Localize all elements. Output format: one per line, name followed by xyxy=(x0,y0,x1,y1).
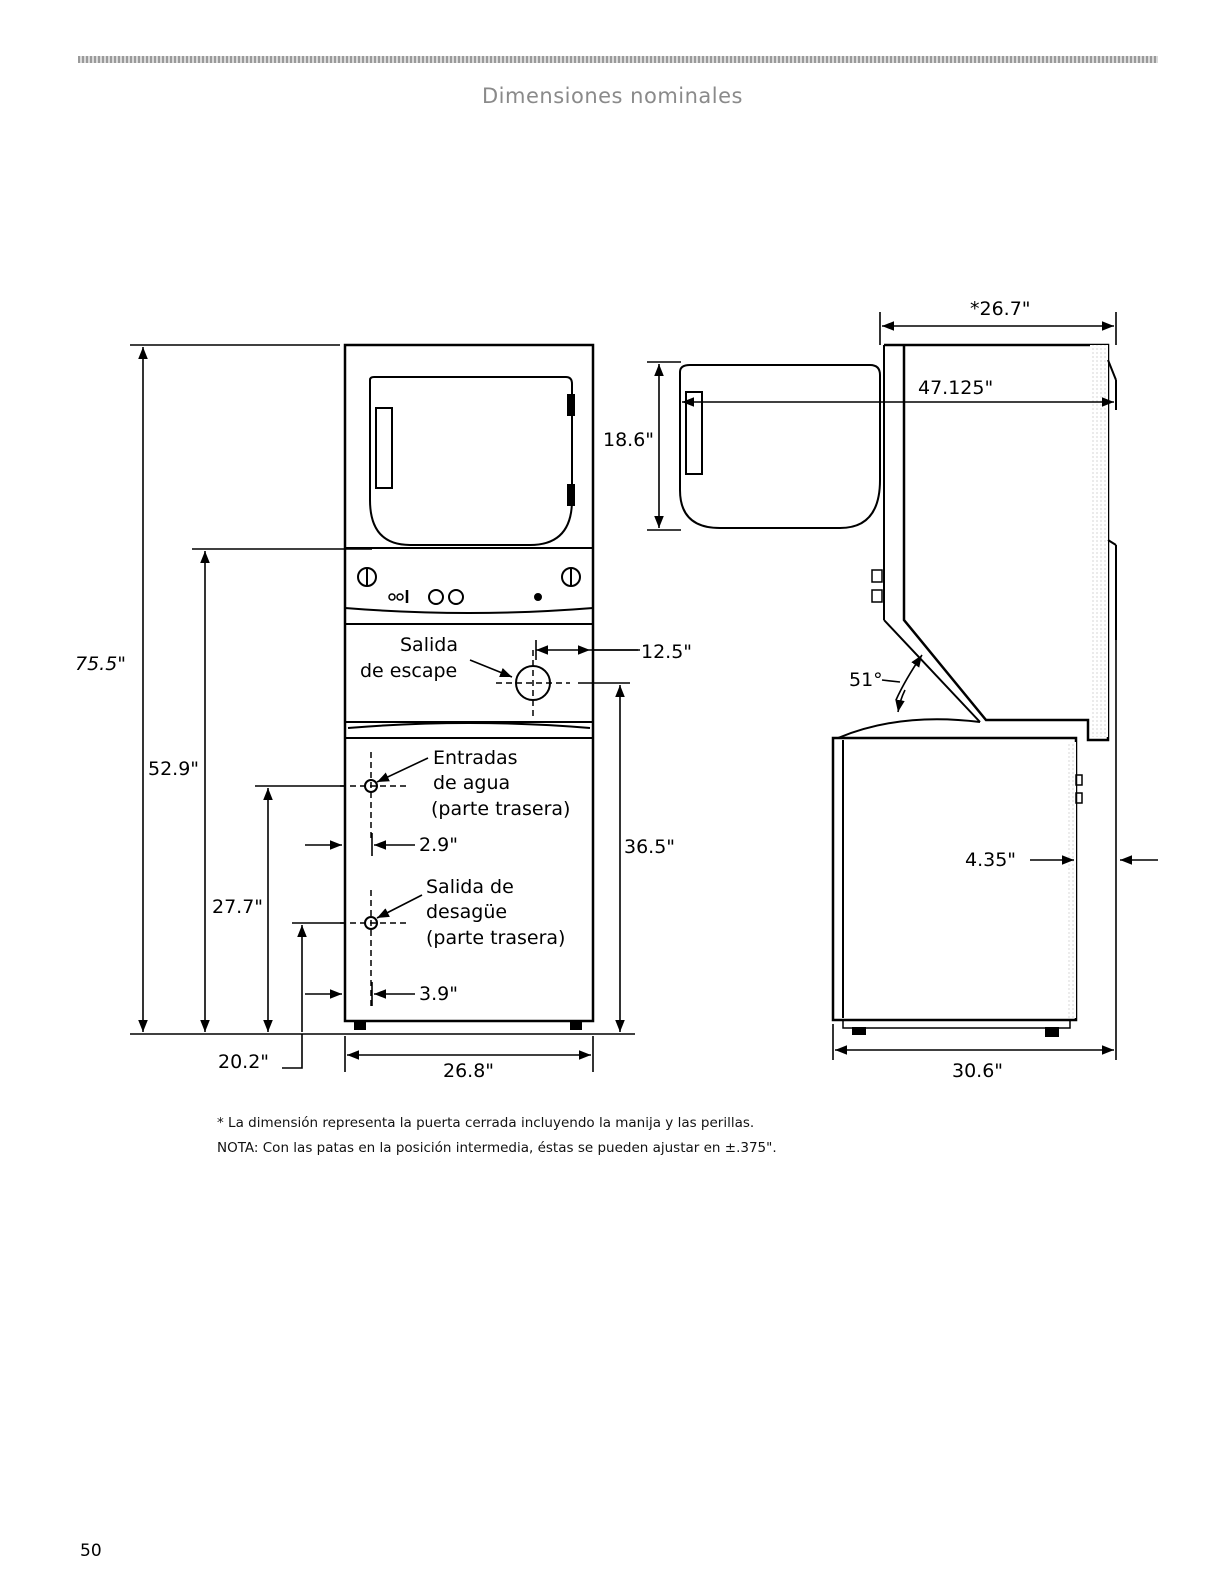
label-drain-line3: (parte trasera) xyxy=(426,927,565,949)
button-icon xyxy=(448,589,464,605)
header-rule xyxy=(78,56,1158,63)
dim-overall-height: 75.5" xyxy=(75,653,126,675)
dryer-side-outline xyxy=(884,343,1110,742)
label-water-inlets-line2: de agua xyxy=(433,772,510,794)
page-number: 50 xyxy=(80,1541,102,1561)
foot-right xyxy=(570,1020,582,1030)
dim-overall-depth: 30.6" xyxy=(952,1060,1003,1082)
dim-lid-angle: 51° xyxy=(849,669,883,691)
dim-side-offset: 4.35" xyxy=(965,849,1016,871)
label-exhaust-line2: de escape xyxy=(360,660,457,682)
label-drain-line1: Salida de xyxy=(426,876,514,898)
left-knob-icon xyxy=(357,567,377,587)
dim-inlet-offset: 2.9" xyxy=(419,834,458,856)
footnote: * La dimensión representa la puerta cerr… xyxy=(217,1115,755,1131)
dim-exhaust-height: 36.5" xyxy=(624,836,675,858)
open-door xyxy=(679,364,881,529)
dim-exhaust-offset: 12.5" xyxy=(641,641,692,663)
dim-drain-offset: 3.9" xyxy=(419,983,458,1005)
dim-water-inlet-height: 27.7" xyxy=(212,896,263,918)
washer-lid xyxy=(837,718,981,739)
dim-width: 26.8" xyxy=(443,1060,494,1082)
front-view xyxy=(340,343,595,1030)
button-icon xyxy=(428,589,444,605)
label-water-inlets-line3: (parte trasera) xyxy=(431,798,570,820)
door-handle xyxy=(685,391,703,475)
dim-drain-height: 20.2" xyxy=(218,1051,269,1073)
foot-left xyxy=(354,1020,366,1030)
dim-dryer-bottom-height: 52.9" xyxy=(148,758,199,780)
dim-depth-door-closed: *26.7" xyxy=(970,298,1031,320)
front-dimensions xyxy=(130,344,640,1072)
label-water-inlets-line1: Entradas xyxy=(433,747,518,769)
washer-lid-edge xyxy=(347,722,591,729)
dim-depth-door-open: 47.125" xyxy=(918,377,993,399)
washer-side-outline xyxy=(831,736,1078,1022)
status-led-icon xyxy=(534,593,542,601)
right-knob-icon xyxy=(561,567,581,587)
door-hinge-bottom xyxy=(567,484,575,506)
control-panel-edge xyxy=(344,607,594,614)
door-hinge-top xyxy=(567,394,575,416)
dryer-door xyxy=(369,376,573,546)
nota: NOTA: Con las patas en la posición inter… xyxy=(217,1140,777,1156)
label-drain-line2: desagüe xyxy=(426,901,507,923)
page-title: Dimensiones nominales xyxy=(482,84,743,108)
side-dimensions xyxy=(647,312,1158,1060)
label-exhaust-line1: Salida xyxy=(400,634,458,656)
indicator-light-icon xyxy=(388,593,396,601)
dim-door-height: 18.6" xyxy=(603,429,654,451)
side-view xyxy=(679,343,1117,1037)
dryer-door-handle xyxy=(375,407,393,489)
